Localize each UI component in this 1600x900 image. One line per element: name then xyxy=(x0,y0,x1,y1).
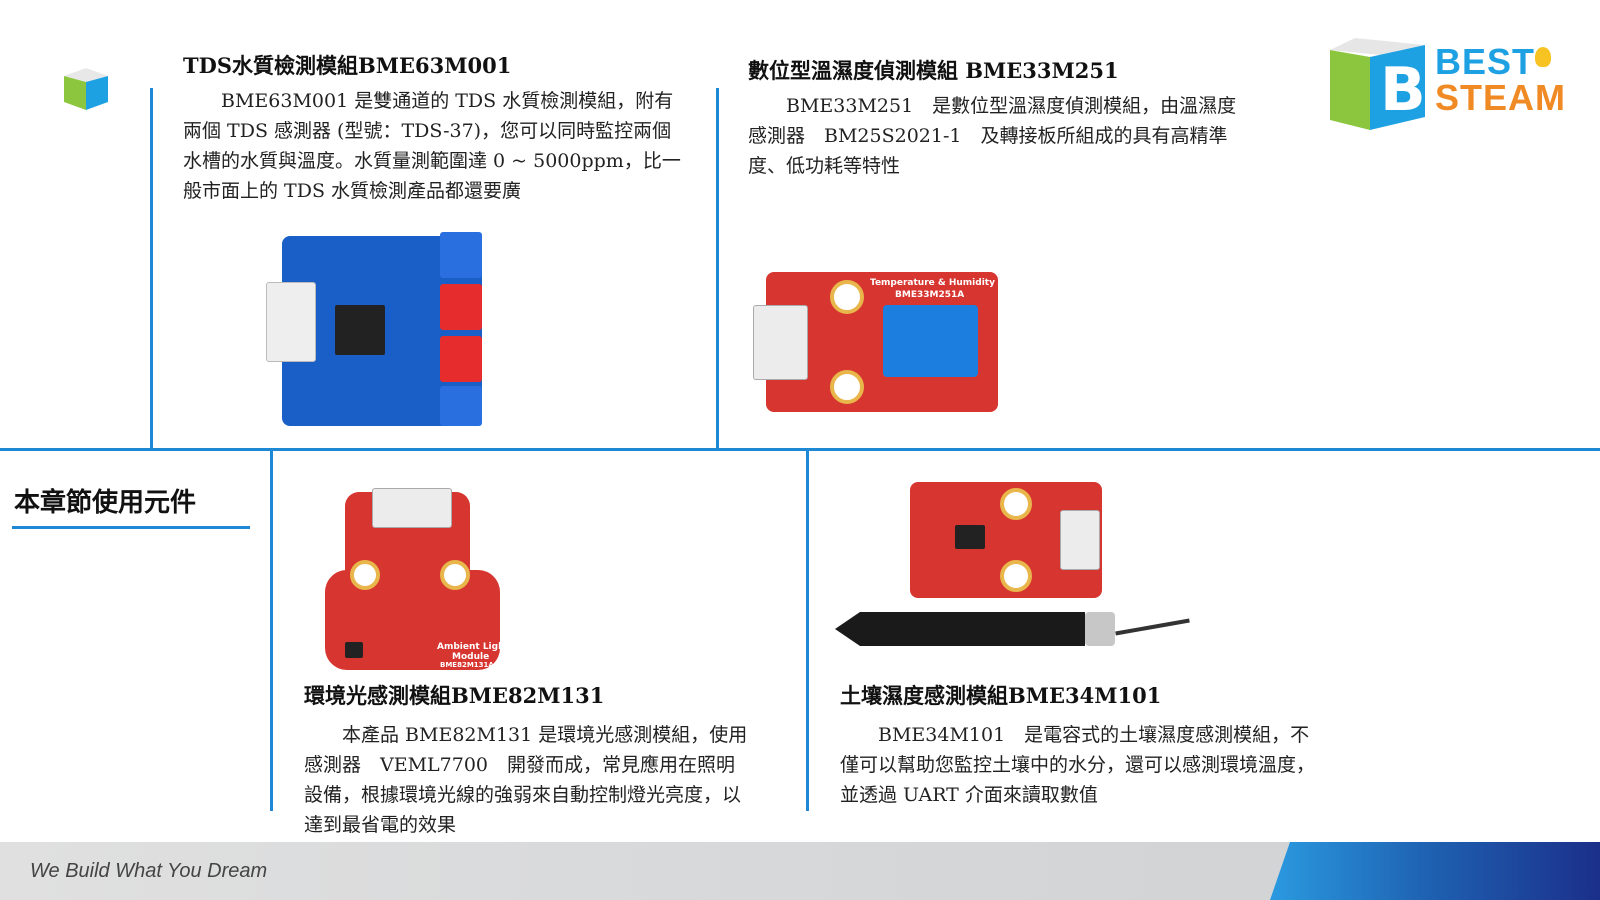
footer-accent xyxy=(1270,842,1600,900)
logo-best-text: BEST xyxy=(1435,41,1536,82)
board-label: Module xyxy=(452,652,490,662)
lightbulb-icon xyxy=(1535,47,1551,67)
divider xyxy=(716,88,719,448)
footer-slogan: We Build What You Dream xyxy=(30,860,268,882)
cube-icon xyxy=(62,64,110,112)
logo-steam-text: STEAM xyxy=(1435,77,1566,118)
board-label: BME82M131A xyxy=(440,661,494,669)
divider xyxy=(150,88,153,448)
module-description: BME63M001 是雙通道的 TDS 水質檢測模組，附有兩個 TDS 感測器 … xyxy=(183,90,681,202)
module-title: 數位型溫濕度偵測模組 BME33M251 xyxy=(748,58,1119,83)
board-label: BME33M251A xyxy=(895,290,965,300)
module-description: BME33M251 是數位型溫濕度偵測模組，由溫濕度感測器 BM25S2021-… xyxy=(748,95,1237,177)
svg-text:B: B xyxy=(1380,55,1425,125)
section-heading: 本章節使用元件 xyxy=(14,488,197,518)
board-label: Temperature & Humidity xyxy=(870,278,995,288)
section-underline xyxy=(12,526,250,529)
divider xyxy=(270,451,273,811)
module-title: TDS水質檢測模組BME63M001 xyxy=(183,53,512,78)
module-title: 環境光感測模組BME82M131 xyxy=(304,683,605,708)
module-description: BME34M101 是電容式的土壤濕度感測模組，不僅可以幫助您監控土壤中的水分，… xyxy=(840,724,1316,806)
best-steam-logo: B BEST STEAM xyxy=(1325,35,1565,130)
module-title: 土壤濕度感測模組BME34M101 xyxy=(840,683,1162,708)
module-description: 本產品 BME82M131 是環境光感測模組，使用感測器 VEML7700 開發… xyxy=(304,724,748,836)
divider xyxy=(0,448,1600,451)
board-label: Ambient Light xyxy=(437,642,509,652)
divider xyxy=(806,451,809,811)
